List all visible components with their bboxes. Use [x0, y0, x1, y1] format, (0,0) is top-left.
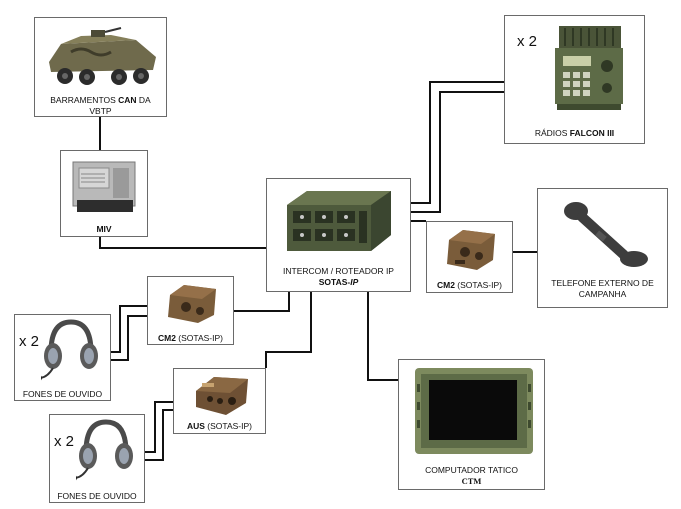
wire-cm2-fones1-a — [111, 305, 147, 353]
node-ctm: COMPUTADOR TATICO CTM — [398, 359, 545, 490]
wire-aus-fones2-a — [145, 401, 173, 453]
wire-intercom-cm2-left — [234, 292, 290, 312]
telephone-handset-icon — [564, 202, 648, 267]
fones-1-label: FONES DE OUVIDO — [22, 389, 103, 399]
vbtp-label: BARRAMENTOS CAN DA VBTP — [50, 95, 151, 116]
node-fones-1: x 2 FONES DE OUVIDO — [14, 314, 111, 401]
radios-label: RÁDIOS FALCON III — [534, 128, 615, 138]
wire-intercom-radio-2 — [411, 91, 504, 213]
wire-miv-intercom — [99, 237, 266, 249]
fones-2-multiplier: x 2 — [54, 433, 75, 450]
ctm-label: COMPUTADOR TATICO CTM — [425, 465, 518, 486]
ecu-module-icon — [72, 161, 136, 212]
cm2-module-icon — [168, 285, 216, 323]
node-aus: AUS (SOTAS-IP) — [173, 368, 266, 434]
intercom-router-icon — [287, 191, 391, 251]
wire-intercom-ctm — [367, 292, 398, 381]
armored-vehicle-icon — [49, 27, 156, 85]
aus-module-icon — [196, 377, 248, 415]
node-vbtp: BARRAMENTOS CAN DA VBTP — [34, 17, 167, 117]
intercom-label: INTERCOM / ROTEADOR IP SOTAS-IP — [283, 266, 394, 287]
headset-icon — [41, 319, 98, 381]
fones-2-label: FONES DE OUVIDO — [57, 491, 137, 501]
telefone-label: TELEFONE EXTERNO DE CAMPANHA — [551, 278, 654, 299]
node-fones-2: x 2 FONES DE OUVIDO — [49, 414, 145, 503]
miv-label: MIV — [96, 224, 112, 234]
headset-icon — [76, 419, 133, 481]
node-radios: x 2 RÁDIOS FALCON III — [504, 15, 645, 144]
radios-multiplier: x 2 — [517, 33, 538, 50]
node-telefone: TELEFONE EXTERNO DE CAMPANHA — [537, 188, 668, 308]
node-intercom: INTERCOM / ROTEADOR IP SOTAS-IP — [266, 178, 411, 292]
wire-aus-fones2-b — [145, 409, 173, 461]
fones-1-multiplier: x 2 — [19, 333, 40, 350]
cm2-module-icon — [447, 230, 495, 270]
node-cm2-left: CM2 (SOTAS-IP) — [147, 276, 234, 345]
wire-cm2-fones1-b — [111, 315, 147, 361]
node-miv: MIV — [60, 150, 148, 237]
cm2-left-label: CM2 (SOTAS-IP) — [157, 333, 224, 343]
wire-intercom-radio-1 — [411, 81, 504, 204]
wire-intercom-aus — [265, 292, 312, 368]
tactical-computer-icon — [415, 368, 533, 454]
cm2-right-label: CM2 (SOTAS-IP) — [436, 280, 503, 290]
node-cm2-right: CM2 (SOTAS-IP) — [426, 221, 513, 293]
radio-unit-icon — [555, 26, 623, 110]
aus-label: AUS (SOTAS-IP) — [186, 421, 253, 431]
